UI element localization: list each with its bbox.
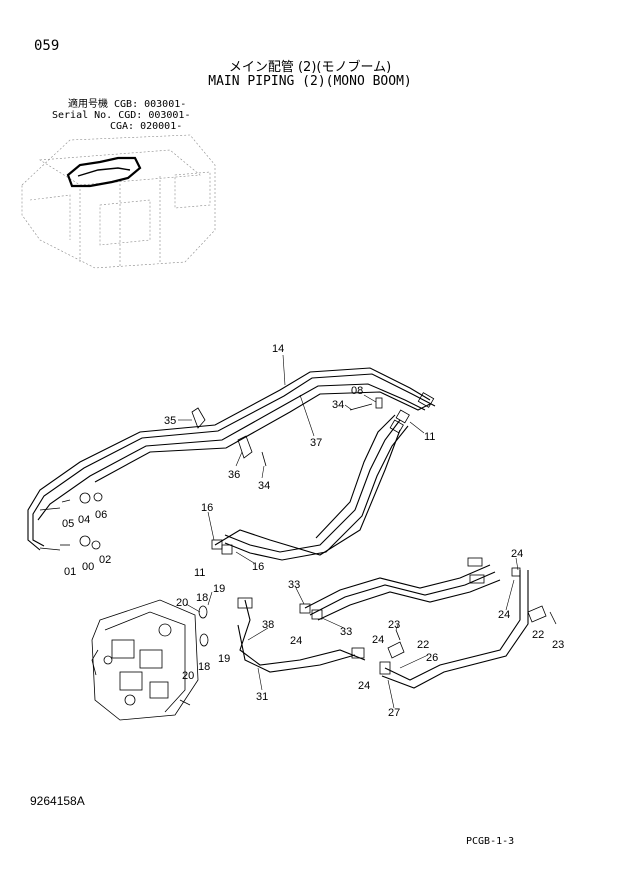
callout-08: 08: [351, 385, 363, 397]
document-id: 9264158A: [30, 794, 85, 808]
fittings-upper-right: [349, 392, 435, 434]
callout-26: 26: [426, 652, 438, 664]
title-english: MAIN PIPING (2)(MONO BOOM): [208, 74, 412, 89]
callout-05: 05: [62, 518, 74, 530]
clamps: [191, 407, 267, 467]
title-japanese: メイン配管 (2)(モノブーム): [228, 60, 392, 75]
callout-19: 19: [213, 583, 225, 595]
callout-33: 33: [340, 626, 352, 638]
machine-locator-thumbnail: [21, 134, 216, 269]
callout-34: 34: [332, 399, 344, 411]
callout-20: 20: [182, 670, 194, 682]
callout-06: 06: [95, 509, 107, 521]
callout-24: 24: [511, 548, 523, 560]
callout-04: 04: [78, 514, 90, 526]
hose-26-27: [379, 567, 529, 689]
hose-14: [27, 367, 436, 551]
callout-20: 20: [176, 597, 188, 609]
callout-23: 23: [388, 619, 400, 631]
serial-line-2: Serial No. CGD: 003001-: [52, 110, 191, 121]
callout-00: 00: [82, 561, 94, 573]
callout-24: 24: [498, 609, 510, 621]
callout-16: 16: [252, 561, 264, 573]
clamps-22: [387, 605, 557, 659]
hose-33-set: [299, 557, 501, 621]
callout-33: 33: [288, 579, 300, 591]
callout-36: 36: [228, 469, 240, 481]
callout-23: 23: [552, 639, 564, 651]
callout-31: 31: [256, 691, 268, 703]
callout-22: 22: [532, 629, 544, 641]
fittings-left: [39, 492, 103, 551]
hose-16: [211, 429, 401, 556]
control-valve: [91, 599, 209, 721]
callout-18: 18: [196, 592, 208, 604]
callout-02: 02: [99, 554, 111, 566]
serial-line-3: CGA: 020001-: [110, 121, 183, 132]
callout-labels: 14 08 34 35 11 37 36 34 05 04 06 01 00 0…: [62, 343, 564, 719]
callout-27: 27: [388, 707, 400, 719]
leader-lines: [178, 354, 519, 709]
hose-38-31: [237, 597, 366, 673]
callout-35: 35: [164, 415, 176, 427]
callout-14: 14: [272, 343, 284, 355]
callout-22: 22: [417, 639, 429, 651]
callout-11: 11: [424, 431, 435, 443]
highlighted-piping-region: [66, 156, 142, 188]
callout-18: 18: [198, 661, 210, 673]
callout-19: 19: [218, 653, 230, 665]
hose-37: [224, 414, 409, 561]
page-code: PCGB-1-3: [466, 836, 515, 847]
callout-24: 24: [358, 680, 370, 692]
callout-37: 37: [310, 437, 322, 449]
callout-16: 16: [201, 502, 213, 514]
callout-11: 11: [194, 567, 205, 579]
callout-24: 24: [372, 634, 384, 646]
callout-01: 01: [64, 566, 76, 578]
callout-24: 24: [290, 635, 302, 647]
page-number: 059: [34, 38, 60, 54]
serial-line-1: 適用号機 CGB: 003001-: [68, 99, 187, 110]
callout-34: 34: [258, 480, 270, 492]
callout-38: 38: [262, 619, 274, 631]
